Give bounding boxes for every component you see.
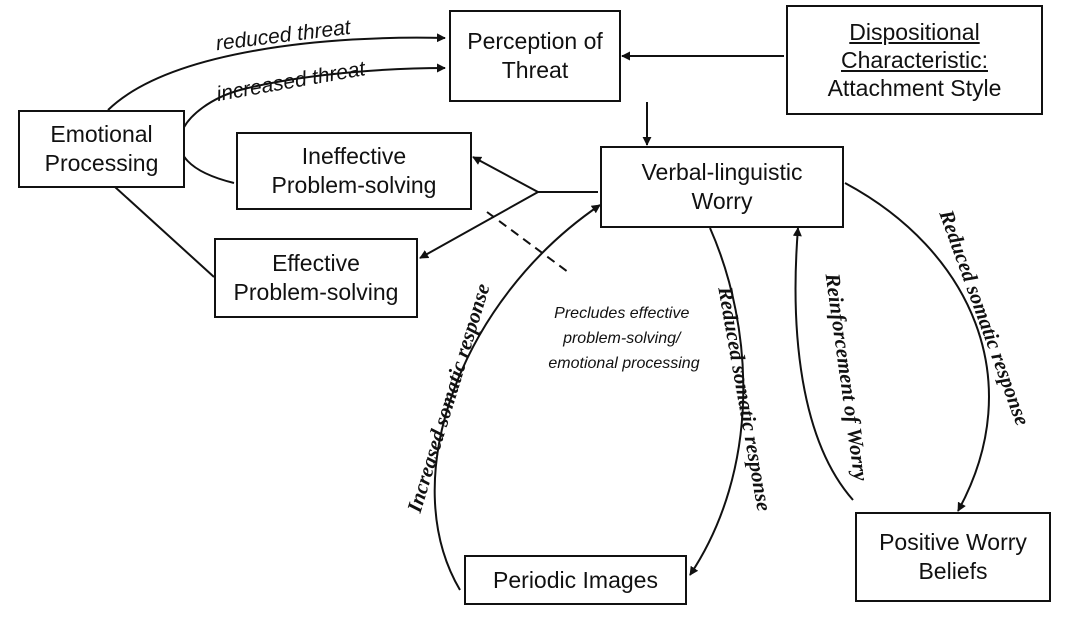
node-text: Effective xyxy=(272,250,360,277)
node-text: Threat xyxy=(501,57,569,83)
node-effective-problem-solving: Effective Problem-solving xyxy=(214,238,418,318)
node-text: Verbal-linguistic xyxy=(641,159,803,186)
edge-beliefs-to-worry xyxy=(792,227,854,501)
node-text: Beliefs xyxy=(918,558,988,584)
label-precludes: Precludes effective problem-solving/ emo… xyxy=(548,305,699,372)
node-emotional-processing: Emotional Processing xyxy=(18,110,185,188)
node-text: Problem-solving xyxy=(233,279,399,305)
node-text: Problem-solving xyxy=(271,172,437,198)
node-text: Ineffective xyxy=(301,143,407,170)
edge-precludes-dashed xyxy=(486,211,569,273)
node-ineffective-problem-solving: Ineffective Problem-solving xyxy=(236,132,472,210)
edge-emotional-to-effective xyxy=(114,186,215,278)
node-text: Emotional xyxy=(50,121,153,148)
node-positive-worry-beliefs: Positive Worry Beliefs xyxy=(855,512,1051,602)
edge-images-to-worry xyxy=(433,204,601,591)
label-reduced-somatic-beliefs: Reduced somatic response xyxy=(934,206,1035,429)
node-text: Worry xyxy=(691,188,753,214)
node-text: Characteristic: xyxy=(841,46,988,73)
label-reduced-somatic-images: Reduced somatic response xyxy=(713,284,776,513)
node-perception-of-threat: Perception of Threat xyxy=(449,10,621,102)
node-dispositional-characteristic: Dispositional Characteristic: Attachment… xyxy=(786,5,1043,115)
edge-worry-to-effective xyxy=(419,191,539,259)
node-text: Dispositional xyxy=(849,18,980,45)
label-reinforcement: Reinforcement of Worry xyxy=(820,271,873,483)
label-reduced-threat: reduced threat xyxy=(215,16,353,55)
node-text: Perception of xyxy=(467,28,603,55)
edge-worry-to-beliefs xyxy=(844,182,990,512)
edge-worry-to-images xyxy=(689,227,745,576)
node-text: Attachment Style xyxy=(827,75,1002,102)
node-periodic-images: Periodic Images xyxy=(464,555,687,605)
node-text: Processing xyxy=(44,150,159,176)
node-text: Positive Worry xyxy=(879,529,1027,556)
node-verbal-linguistic-worry: Verbal-linguistic Worry xyxy=(600,146,844,228)
node-text: Periodic Images xyxy=(493,566,658,593)
edge-worry-to-ineffective xyxy=(472,156,598,193)
label-increased-threat: increased threat xyxy=(215,57,368,106)
edge-reduced-threat xyxy=(107,33,446,111)
